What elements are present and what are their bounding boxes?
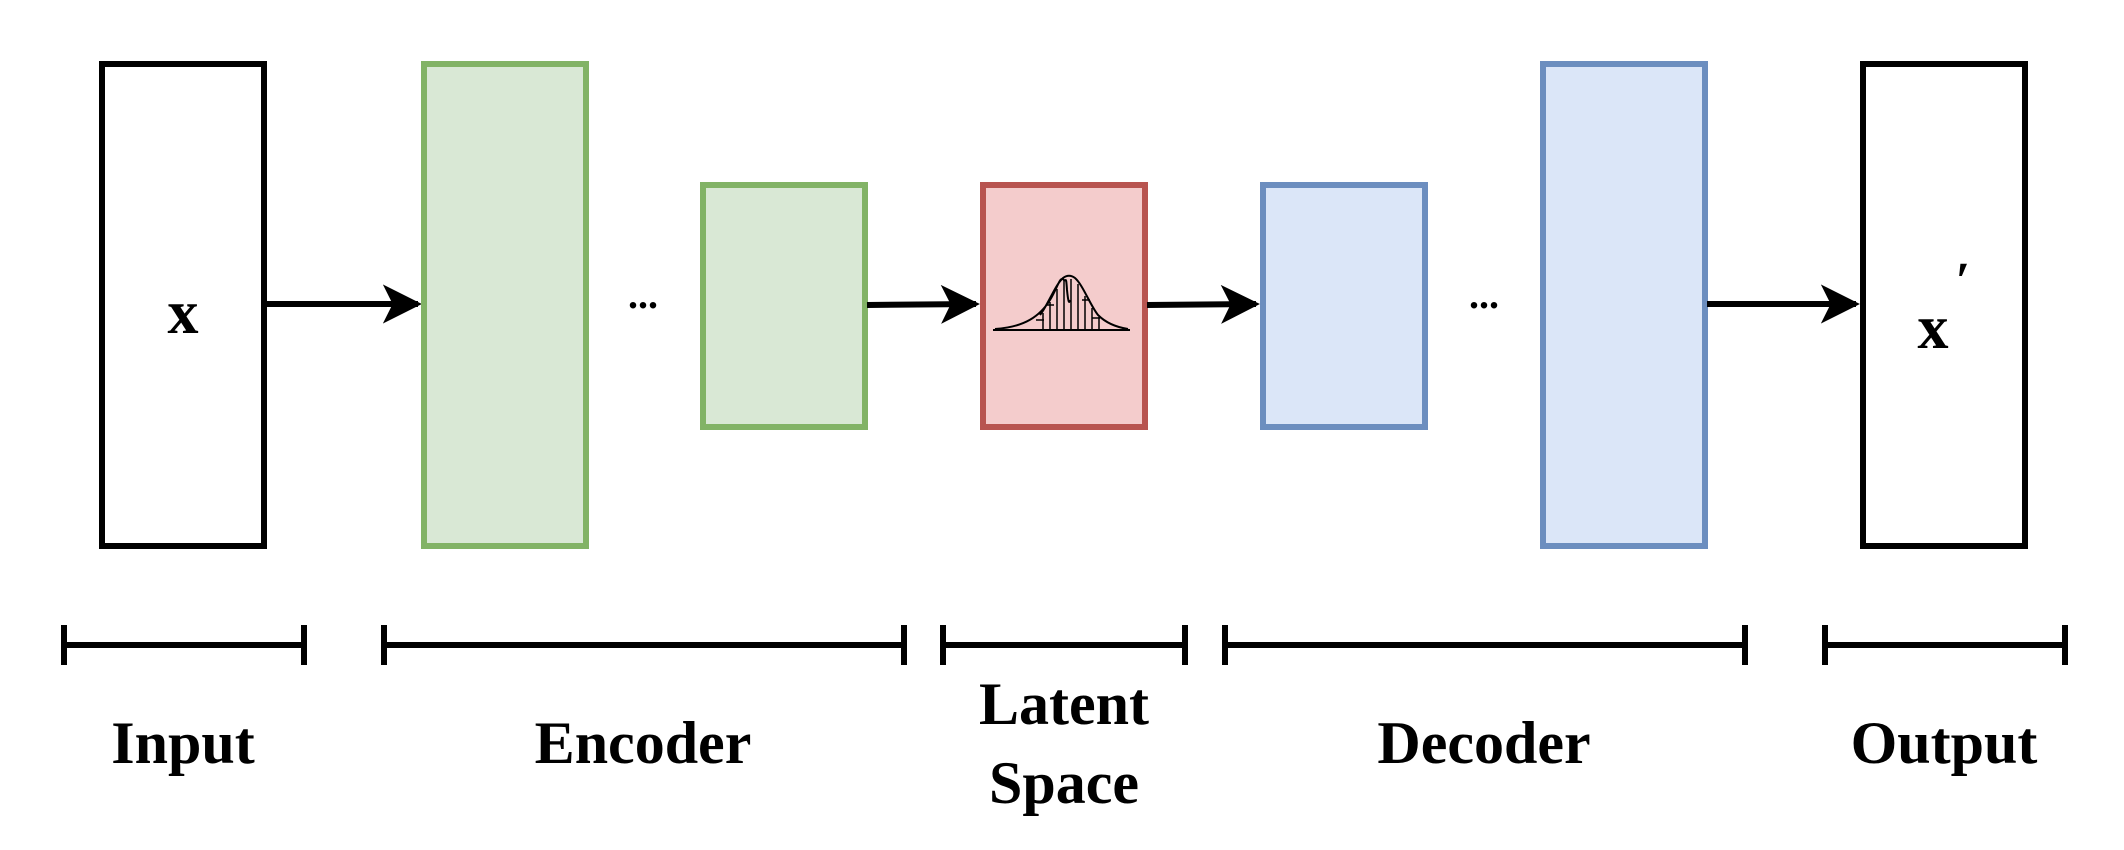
output-bracket <box>1822 625 2068 665</box>
gaussian-distribution-icon <box>993 274 1130 331</box>
decoder-ellipsis: ... <box>1469 272 1499 317</box>
input-bracket <box>61 625 307 665</box>
input-symbol: x <box>168 279 199 347</box>
output-label: Output <box>1851 710 2038 776</box>
encoder-layer-large <box>421 61 589 549</box>
encoder-bracket <box>381 625 907 665</box>
arrow-encoder-to-latent <box>866 284 980 324</box>
latent-bracket <box>940 625 1188 665</box>
output-symbol: x <box>1918 294 1949 362</box>
decoder-layer-large <box>1540 61 1708 549</box>
encoder-label: Encoder <box>535 710 752 776</box>
output-prime: ′ <box>1956 253 1971 310</box>
input-block <box>99 61 267 549</box>
output-block <box>1860 61 2028 549</box>
decoder-layer-small <box>1260 182 1428 430</box>
input-label: Input <box>111 710 254 776</box>
decoder-bracket <box>1222 625 1748 665</box>
latent-label-line1: Latent <box>979 671 1149 737</box>
encoder-ellipsis: ... <box>628 272 658 317</box>
arrow-latent-to-decoder <box>1146 284 1260 324</box>
decoder-label: Decoder <box>1377 710 1590 776</box>
encoder-layer-small <box>700 182 868 430</box>
latent-label-line2: Space <box>989 750 1139 816</box>
